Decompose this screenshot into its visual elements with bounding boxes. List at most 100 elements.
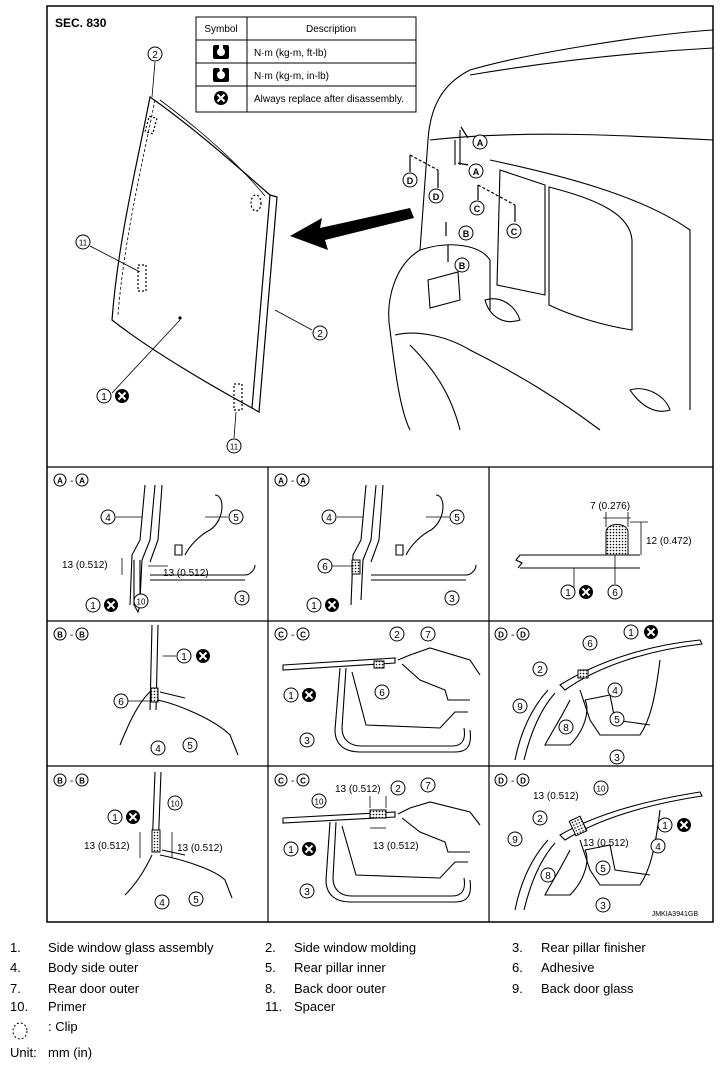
vehicle-rear-drawing	[388, 29, 714, 431]
panel-d-d-primer: D - D 13 (0.512) 13 (0.512) 10 1 2 4 9 8…	[494, 773, 703, 913]
replace-x-icon	[114, 388, 130, 404]
svg-text:13 (0.512): 13 (0.512)	[62, 560, 108, 571]
svg-text:C: C	[278, 777, 284, 786]
marker-C-1: C	[469, 200, 485, 216]
svg-text:3: 3	[614, 753, 620, 764]
svg-text:13 (0.512): 13 (0.512)	[373, 841, 419, 852]
svg-text:1: 1	[90, 601, 96, 612]
svg-text:5: 5	[187, 741, 193, 752]
diagram: SEC. 830 Symbol Description N·m (kg-m, f…	[46, 5, 714, 923]
svg-text:12 (0.472): 12 (0.472)	[646, 536, 692, 547]
description-header: Description	[306, 24, 356, 35]
replace-x-icon	[213, 90, 229, 106]
svg-text:A: A	[57, 477, 63, 486]
svg-text:7 (0.276): 7 (0.276)	[590, 501, 630, 512]
svg-text:11: 11	[79, 239, 88, 248]
panel-d-d-adhesive: D - D 1 6 2 4 9 8 5 3	[494, 624, 703, 765]
svg-text:A: A	[79, 477, 85, 486]
svg-text:B: B	[57, 631, 63, 640]
panel-c-c-adhesive: C - C 2 7 1 6 3	[274, 626, 481, 753]
svg-text:11: 11	[230, 443, 239, 452]
torque-wrench-icon	[213, 45, 229, 59]
svg-text:-: -	[291, 630, 294, 641]
svg-text:5: 5	[454, 513, 460, 524]
svg-text:13 (0.512): 13 (0.512)	[335, 784, 381, 795]
panel-a-a-adhesive: A - A 4 5 6 3 1	[274, 473, 477, 613]
svg-text:B: B	[57, 777, 63, 786]
svg-text:D: D	[433, 192, 440, 202]
svg-text:9: 9	[512, 835, 518, 846]
svg-text:8: 8	[563, 723, 569, 734]
direction-arrow	[290, 208, 414, 250]
svg-text:4: 4	[155, 744, 161, 755]
svg-text:4: 4	[105, 513, 111, 524]
svg-text:13 (0.512): 13 (0.512)	[177, 843, 223, 854]
figure-frame	[46, 5, 714, 923]
svg-text:6: 6	[118, 697, 124, 708]
section-title: A - A	[53, 473, 89, 487]
svg-text:B: B	[463, 229, 470, 239]
svg-text:-: -	[511, 776, 514, 787]
panel-c-c-primer: C - C 13 (0.512) 13 (0.512) 10 2 7 1 3	[274, 773, 481, 903]
callout-1-main: 1	[96, 388, 112, 404]
svg-text:A: A	[300, 477, 306, 486]
svg-text:5: 5	[600, 864, 606, 875]
svg-text:7: 7	[425, 630, 431, 641]
svg-text:D: D	[520, 631, 526, 640]
svg-text:1: 1	[628, 628, 634, 639]
svg-text:B: B	[79, 777, 85, 786]
svg-text:1: 1	[288, 691, 294, 702]
section-markers	[409, 126, 516, 262]
svg-text:1: 1	[311, 601, 317, 612]
svg-text:-: -	[291, 476, 294, 487]
svg-text:1: 1	[565, 588, 571, 599]
svg-text:4: 4	[655, 842, 661, 853]
svg-text:1: 1	[112, 813, 118, 824]
svg-text:-: -	[70, 476, 73, 487]
marker-B-2: B	[454, 257, 470, 273]
svg-text:2: 2	[317, 329, 323, 340]
svg-text:C: C	[300, 631, 306, 640]
svg-text:3: 3	[304, 736, 310, 747]
svg-text:6: 6	[587, 639, 593, 650]
svg-text:5: 5	[614, 715, 620, 726]
svg-text:10: 10	[137, 598, 146, 607]
marker-B-1: B	[458, 225, 474, 241]
torque-wrench-small-icon	[213, 68, 229, 82]
panel-a-a-primer: A - A 13 (0.512) 13 (0.512) 4 5 3 1 10	[53, 473, 256, 614]
svg-text:7: 7	[425, 781, 431, 792]
svg-text:2: 2	[394, 630, 400, 641]
svg-text:A: A	[477, 138, 484, 148]
svg-text:D: D	[498, 777, 504, 786]
svg-text:D: D	[407, 176, 414, 186]
marker-D-1: D	[402, 172, 418, 188]
section-label: SEC. 830	[55, 16, 107, 30]
panel-b-b-adhesive: B - B 1 6 4 5	[53, 624, 239, 756]
svg-text:-: -	[291, 776, 294, 787]
marker-D-2: D	[428, 188, 444, 204]
svg-text:5: 5	[233, 513, 239, 524]
svg-text:13 (0.512): 13 (0.512)	[583, 838, 629, 849]
svg-text:2: 2	[537, 814, 543, 825]
svg-text:6: 6	[379, 688, 385, 699]
svg-text:D: D	[498, 631, 504, 640]
svg-text:8: 8	[545, 871, 551, 882]
svg-text:1: 1	[662, 821, 668, 832]
callout-11-left: 11	[75, 234, 91, 250]
svg-text:4: 4	[326, 513, 332, 524]
symbol-desc-1: N·m (kg-m, ft-lb)	[254, 48, 327, 59]
panel-adhesive-bead: 7 (0.276) 12 (0.472) 1 6	[515, 501, 692, 600]
svg-text:A: A	[473, 167, 480, 177]
svg-text:B: B	[459, 261, 466, 271]
svg-text:4: 4	[159, 898, 165, 909]
svg-text:13 (0.512): 13 (0.512)	[84, 841, 130, 852]
svg-text:-: -	[70, 630, 73, 641]
svg-text:C: C	[474, 204, 481, 214]
marker-A-1: A	[472, 134, 488, 150]
symbol-header: Symbol	[204, 24, 237, 35]
svg-text:2: 2	[537, 665, 543, 676]
marker-C-2: C	[506, 223, 522, 239]
svg-text:10: 10	[171, 800, 180, 809]
svg-text:A: A	[278, 477, 284, 486]
svg-text:C: C	[278, 631, 284, 640]
